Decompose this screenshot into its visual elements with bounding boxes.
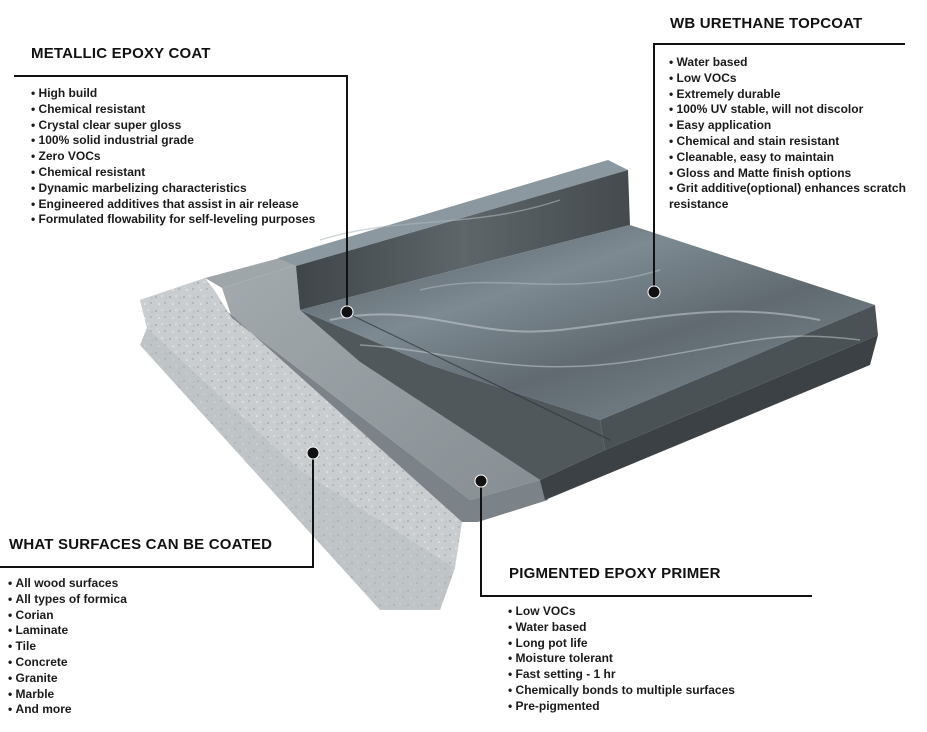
list-item: Chemically bonds to multiple surfaces: [508, 683, 808, 699]
wb-urethane-topcoat-title: WB URETHANE TOPCOAT: [670, 15, 863, 32]
primer-back-lip: [205, 258, 296, 288]
metallic-epoxy-layer: [278, 160, 878, 500]
list-item: 100% UV stable, will not discolor: [669, 102, 919, 118]
list-item: Chemical and stain resistant: [669, 134, 919, 150]
substrate-layer: [140, 278, 462, 610]
list-item: All types of formica: [8, 592, 168, 608]
marble-vein: [419, 269, 661, 291]
list-item: Grit additive(optional) enhances scratch…: [669, 181, 919, 213]
marble-vein: [359, 335, 861, 368]
list-item: Laminate: [8, 623, 168, 639]
leader-line-metallic: [14, 75, 348, 312]
primer-surface: [222, 265, 540, 500]
leader-lines: [0, 43, 905, 597]
list-item: Water based: [508, 620, 808, 636]
metallic-epoxy-coat-list: High build Chemical resistant Crystal cl…: [31, 86, 331, 228]
substrate-edge-overlay: [140, 328, 455, 610]
list-item: Tile: [8, 639, 168, 655]
list-item: Pre-pigmented: [508, 699, 808, 715]
list-item: Water based: [669, 55, 919, 71]
list-item: Gloss and Matte finish options: [669, 166, 919, 182]
backsplash-top: [278, 160, 628, 266]
marker-dot-metallic: [340, 305, 354, 319]
list-item: Long pot life: [508, 636, 808, 652]
list-item: Low VOCs: [669, 71, 919, 87]
list-item: Cleanable, easy to maintain: [669, 150, 919, 166]
list-item: All wood surfaces: [8, 576, 168, 592]
pigmented-epoxy-primer-list: Low VOCs Water based Long pot life Moist…: [508, 604, 808, 715]
list-item: Marble: [8, 687, 168, 703]
list-item: Crystal clear super gloss: [31, 118, 331, 134]
list-item: Chemical resistant: [31, 102, 331, 118]
what-surfaces-title: WHAT SURFACES CAN BE COATED: [9, 536, 273, 553]
list-item: Chemical resistant: [31, 165, 331, 181]
list-item: Moisture tolerant: [508, 651, 808, 667]
leader-line-primer: [480, 481, 812, 597]
slab-front-left: [300, 310, 605, 480]
marker-dot-wb: [647, 285, 661, 299]
list-item: Easy application: [669, 118, 919, 134]
topcoat-boundary: [344, 311, 611, 441]
marker-dot-primer: [474, 474, 488, 488]
primer-front-strip: [228, 312, 548, 522]
list-item: And more: [8, 702, 168, 718]
list-item: Dynamic marbelizing characteristics: [31, 181, 331, 197]
backsplash-face: [296, 170, 630, 310]
callout-markers: [306, 285, 661, 488]
marker-dot-surfaces: [306, 446, 320, 460]
slab-top: [300, 225, 875, 420]
list-item: Fast setting - 1 hr: [508, 667, 808, 683]
list-item: Corian: [8, 608, 168, 624]
list-item: Low VOCs: [508, 604, 808, 620]
list-item: Granite: [8, 671, 168, 687]
list-item: 100% solid industrial grade: [31, 133, 331, 149]
primer-layer: [205, 258, 548, 522]
slab-edge-bottom: [540, 335, 878, 500]
metallic-epoxy-coat-title: METALLIC EPOXY COAT: [31, 45, 211, 62]
slab-front-right: [600, 305, 878, 450]
list-item: Zero VOCs: [31, 149, 331, 165]
list-item: Formulated flowability for self-leveling…: [31, 212, 331, 228]
list-item: High build: [31, 86, 331, 102]
wb-urethane-topcoat-list: Water based Low VOCs Extremely durable 1…: [669, 55, 919, 213]
list-item: Extremely durable: [669, 87, 919, 103]
pigmented-epoxy-primer-title: PIGMENTED EPOXY PRIMER: [509, 565, 721, 582]
marble-vein: [319, 199, 561, 241]
marble-vein: [329, 310, 821, 333]
list-item: Concrete: [8, 655, 168, 671]
what-surfaces-list: All wood surfaces All types of formica C…: [8, 576, 168, 718]
substrate-front-face: [140, 278, 462, 568]
list-item: Engineered additives that assist in air …: [31, 197, 331, 213]
leader-line-wb: [653, 43, 905, 292]
leader-line-surfaces: [0, 453, 314, 568]
